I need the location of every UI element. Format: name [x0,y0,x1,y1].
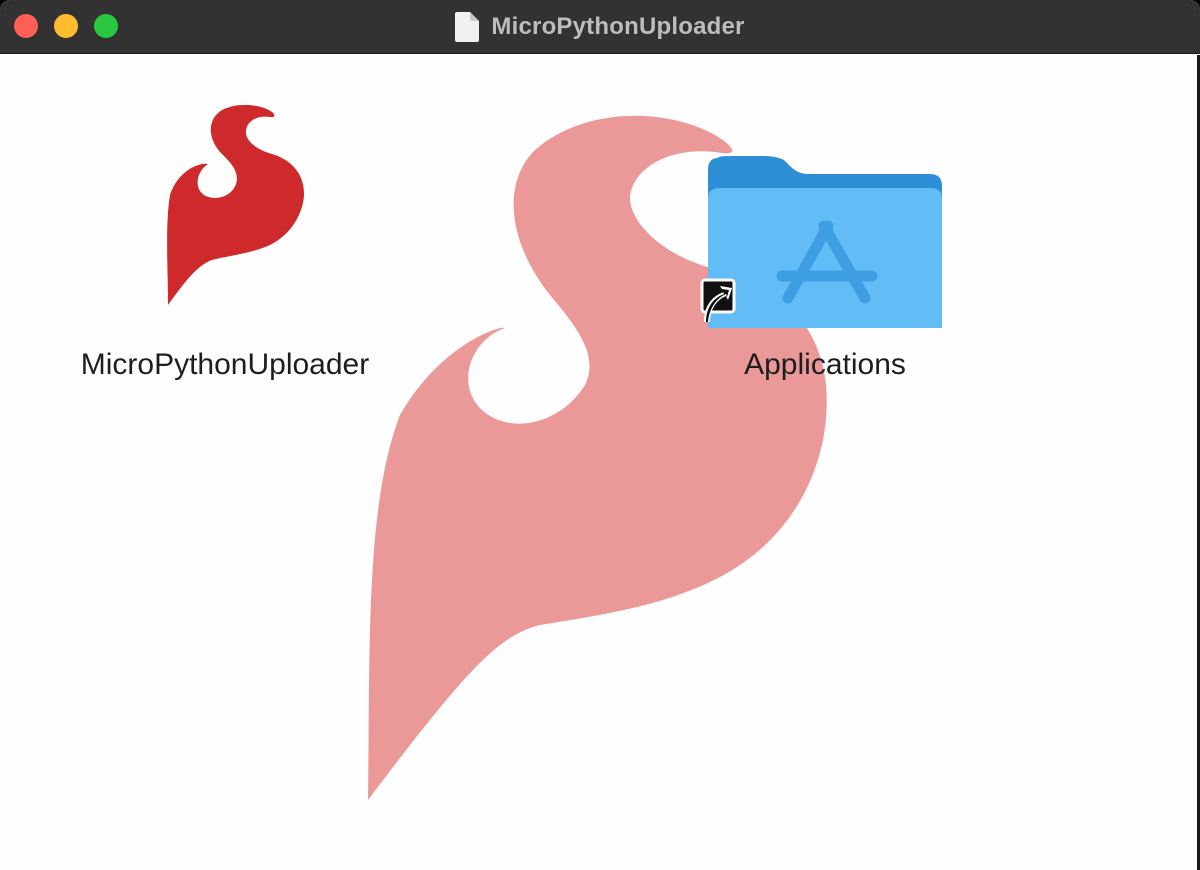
title-bar[interactable]: MicroPythonUploader [0,0,1200,54]
minimize-button[interactable] [54,14,78,38]
window-title-text: MicroPythonUploader [491,13,745,40]
document-icon [455,12,480,42]
alias-arrow-icon [700,278,736,322]
close-button[interactable] [14,14,38,38]
applications-folder-icon[interactable] [700,98,950,328]
sparkfun-flame-app-icon[interactable] [160,100,310,310]
app-label: MicroPythonUploader [80,348,370,381]
window-title: MicroPythonUploader [0,0,1200,54]
zoom-button[interactable] [94,14,118,38]
applications-label: Applications [744,348,906,381]
window-edge [1197,55,1200,870]
